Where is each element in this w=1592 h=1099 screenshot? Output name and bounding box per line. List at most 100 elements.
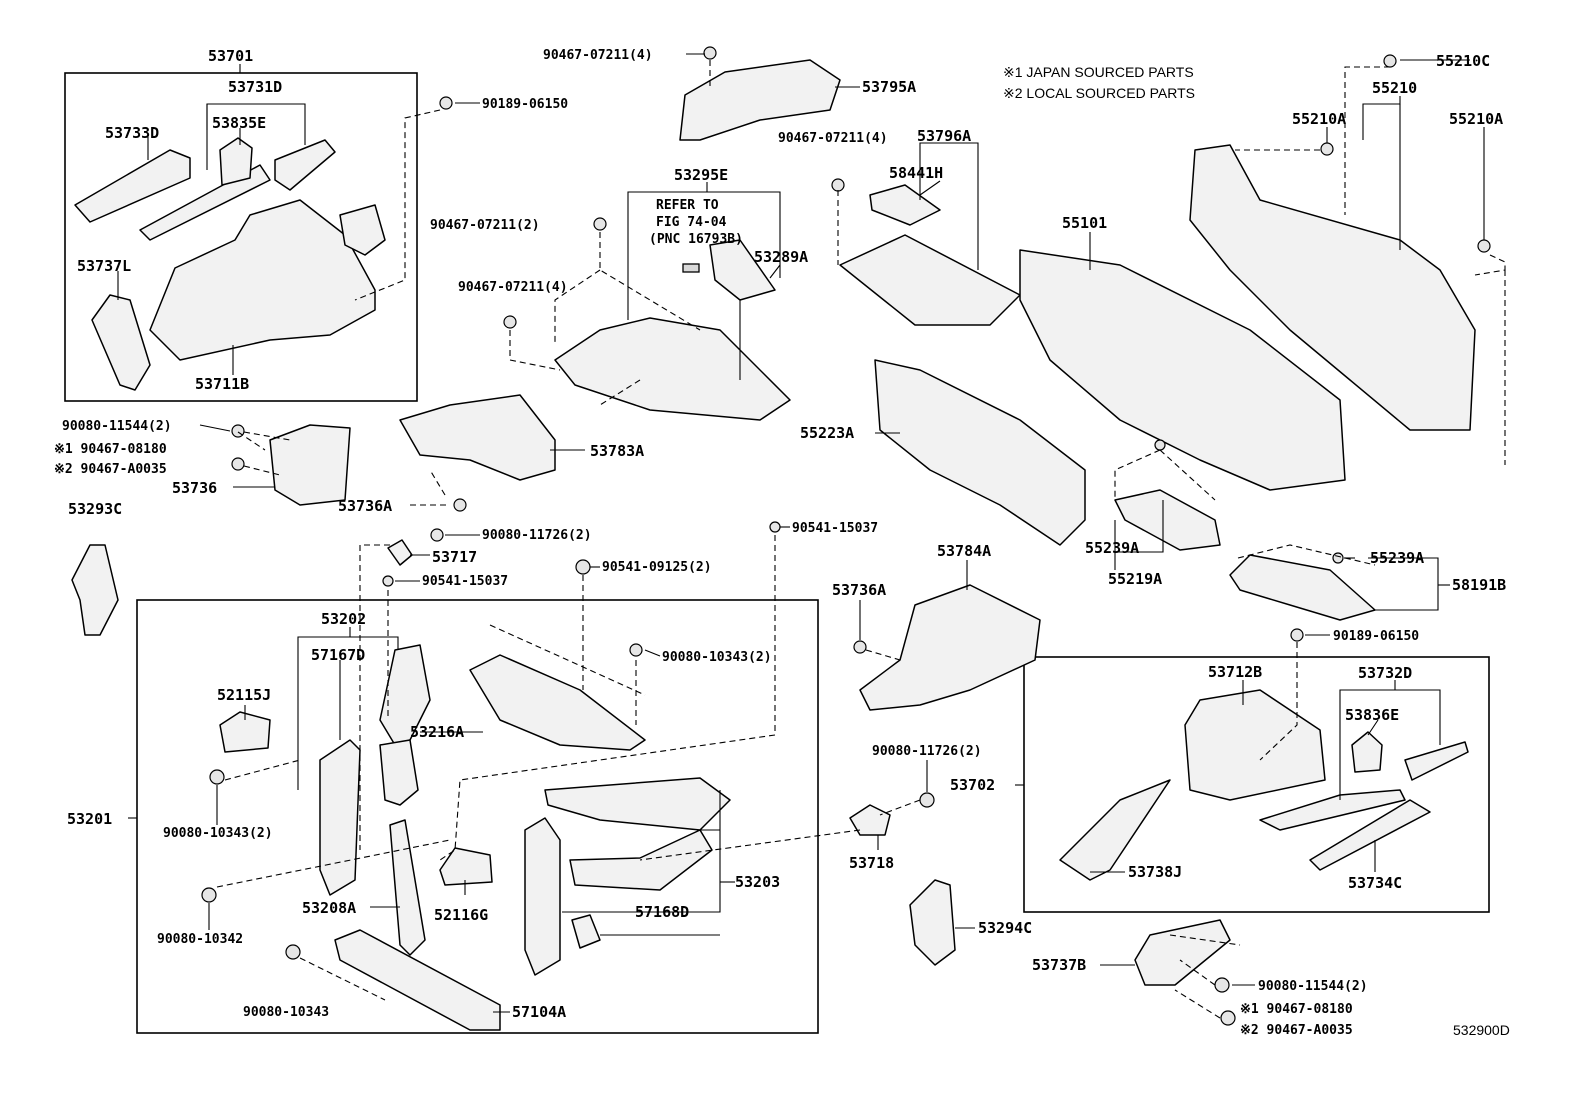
label-53701: 53701 bbox=[208, 47, 253, 65]
label-90189-06150-b: 90189-06150 bbox=[1333, 629, 1419, 644]
label-53718: 53718 bbox=[849, 854, 894, 872]
clip-55210C bbox=[1383, 54, 1397, 68]
label-90541-09125-2: 90541-09125(2) bbox=[602, 560, 712, 575]
label-55239A-b: 55239A bbox=[1370, 549, 1424, 567]
part-53711B bbox=[149, 199, 376, 361]
label-90467-07211-4-a: 90467-07211(4) bbox=[543, 48, 653, 63]
label-90189-06150-a: 90189-06150 bbox=[482, 97, 568, 112]
nut-90541-15037-b bbox=[769, 521, 781, 533]
part-53731D-b bbox=[274, 139, 336, 191]
label-90467-08180-b: ※1 90467-08180 bbox=[1240, 1002, 1353, 1017]
label-53717: 53717 bbox=[432, 548, 477, 566]
label-58191B: 58191B bbox=[1452, 576, 1506, 594]
part-53784A bbox=[859, 584, 1041, 711]
part-53293C bbox=[71, 544, 119, 636]
bolt-90189-06150-a bbox=[439, 96, 453, 110]
bolt-90467-08180-b bbox=[1220, 1010, 1236, 1026]
part-53208A-b bbox=[389, 819, 426, 956]
bolt-53736A-a bbox=[453, 498, 467, 512]
label-90467-A0035-a: ※2 90467-A0035 bbox=[54, 462, 167, 477]
refer-line-1: REFER TO bbox=[656, 198, 719, 213]
label-55101: 55101 bbox=[1062, 214, 1107, 232]
label-53732D: 53732D bbox=[1358, 664, 1412, 682]
part-53717 bbox=[387, 539, 413, 566]
label-53736A-b: 53736A bbox=[832, 581, 886, 599]
label-55219A: 55219A bbox=[1108, 570, 1162, 588]
label-53289A: 53289A bbox=[754, 248, 808, 266]
label-53736: 53736 bbox=[172, 479, 217, 497]
label-53738J: 53738J bbox=[1128, 863, 1182, 881]
part-57104A bbox=[334, 929, 501, 1031]
part-57168D bbox=[524, 817, 561, 976]
group-box-53201 bbox=[136, 599, 819, 1034]
label-58441H: 58441H bbox=[889, 164, 943, 182]
label-53737B: 53737B bbox=[1032, 956, 1086, 974]
label-55210A-a: 55210A bbox=[1292, 110, 1346, 128]
label-90080-10342: 90080-10342 bbox=[157, 932, 243, 947]
label-55210: 55210 bbox=[1372, 79, 1417, 97]
bolt-90080-11726-b bbox=[919, 792, 935, 808]
bolt-90467-08180-a bbox=[231, 457, 245, 471]
label-53734C: 53734C bbox=[1348, 874, 1402, 892]
group-box-53701 bbox=[64, 72, 418, 402]
label-53795A: 53795A bbox=[862, 78, 916, 96]
label-90080-10343: 90080-10343 bbox=[243, 1005, 329, 1020]
part-53216A bbox=[469, 654, 646, 751]
part-57168D-b bbox=[571, 914, 601, 949]
part-53736 bbox=[269, 424, 351, 506]
label-53293C: 53293C bbox=[68, 500, 122, 518]
label-53836E: 53836E bbox=[1345, 706, 1399, 724]
part-shapes bbox=[71, 59, 1476, 1031]
label-55210C: 55210C bbox=[1436, 52, 1490, 70]
part-53295E bbox=[554, 317, 791, 421]
part-55219A bbox=[1114, 489, 1221, 551]
label-55223A: 55223A bbox=[800, 424, 854, 442]
part-53733D bbox=[74, 149, 191, 223]
label-53216A: 53216A bbox=[410, 723, 464, 741]
part-53203 bbox=[544, 777, 731, 831]
label-53711B: 53711B bbox=[195, 375, 249, 393]
label-55239A-a: 55239A bbox=[1085, 539, 1139, 557]
nut-90541-15037-a bbox=[382, 575, 394, 587]
clip-90467-07211-b bbox=[831, 178, 845, 192]
part-53289A bbox=[709, 239, 776, 301]
label-53736A-a: 53736A bbox=[338, 497, 392, 515]
part-53738J bbox=[1059, 779, 1171, 881]
label-53208A: 53208A bbox=[302, 899, 356, 917]
part-53208A bbox=[319, 739, 361, 896]
part-52116G bbox=[439, 847, 493, 886]
refer-line-2: FIG 74-04 bbox=[656, 215, 727, 230]
part-53732D bbox=[1259, 789, 1406, 831]
label-90080-11544-2-a: 90080-11544(2) bbox=[62, 419, 172, 434]
part-55101 bbox=[1019, 249, 1346, 491]
label-53201: 53201 bbox=[67, 810, 112, 828]
bolt-90189-06150-b bbox=[1290, 628, 1304, 642]
bolt-90080-10343-c bbox=[285, 944, 301, 960]
clip-90467-07211-d bbox=[503, 315, 517, 329]
label-55210A-b: 55210A bbox=[1449, 110, 1503, 128]
note-local-sourced: ※2 LOCAL SOURCED PARTS bbox=[1003, 85, 1195, 101]
part-53712B bbox=[1184, 689, 1326, 801]
label-90467-A0035-b: ※2 90467-A0035 bbox=[1240, 1023, 1353, 1038]
part-53731D bbox=[139, 164, 271, 241]
refer-line-3: (PNC 16793B) bbox=[649, 232, 743, 247]
part-53737L bbox=[91, 294, 151, 391]
label-52116G: 52116G bbox=[434, 906, 488, 924]
part-58191B bbox=[1229, 554, 1376, 621]
part-bracket bbox=[339, 204, 386, 256]
part-53732D-b bbox=[1404, 741, 1469, 781]
label-90467-07211-4-b: 90467-07211(4) bbox=[778, 131, 888, 146]
bolt-90080-10343-b bbox=[209, 769, 225, 785]
label-53295E: 53295E bbox=[674, 166, 728, 184]
label-90080-10343-2-a: 90080-10343(2) bbox=[662, 650, 772, 665]
label-53733D: 53733D bbox=[105, 124, 159, 142]
label-53731D: 53731D bbox=[228, 78, 282, 96]
label-53294C: 53294C bbox=[978, 919, 1032, 937]
label-53737L: 53737L bbox=[77, 257, 131, 275]
clip-55239A-b bbox=[1332, 552, 1344, 564]
clip-55210A-a bbox=[1320, 142, 1334, 156]
clip-55210A-b bbox=[1477, 239, 1491, 253]
bolt-90080-11544-b bbox=[1214, 977, 1230, 993]
part-55210 bbox=[1189, 144, 1476, 431]
